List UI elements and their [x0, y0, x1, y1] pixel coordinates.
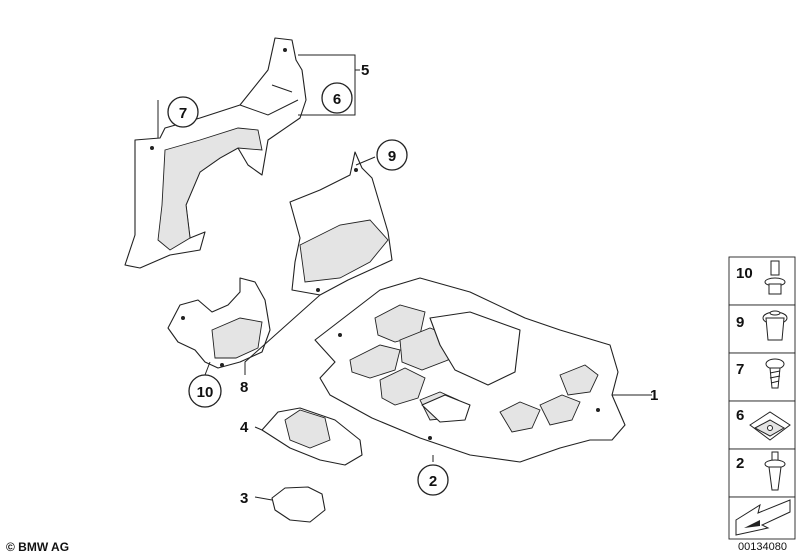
underbody-tray — [314, 277, 652, 463]
callout-8: 8 — [240, 379, 248, 396]
circle-callout-6: 6 — [321, 82, 353, 114]
upper-side-shield — [124, 37, 307, 269]
circle-callout-9: 9 — [376, 139, 408, 171]
push-rivet-icon — [764, 451, 786, 491]
callout-1: 1 — [650, 387, 658, 404]
right-side-shield — [289, 151, 393, 296]
front-bracket-shield — [167, 277, 271, 369]
svg-text:7: 7 — [179, 105, 187, 122]
legend-label-6: 6 — [736, 407, 744, 424]
expanding-rivet-icon — [762, 310, 788, 341]
copyright-notice: © BMW AG — [6, 540, 70, 554]
legend-label-10: 10 — [736, 265, 753, 282]
callout-4: 4 — [240, 419, 249, 436]
circle-callout-7: 7 — [167, 96, 199, 128]
svg-text:6: 6 — [333, 91, 341, 108]
svg-text:9: 9 — [388, 148, 396, 165]
bolt-icon — [764, 260, 786, 295]
small-flap — [271, 486, 326, 523]
service-cover — [261, 407, 363, 466]
fastener-legend: 10 9 7 6 2 — [728, 256, 796, 540]
legend-label-9: 9 — [736, 314, 744, 331]
circle-callout-10: 10 — [188, 374, 222, 408]
legend-label-7: 7 — [736, 361, 744, 378]
callout-5: 5 — [361, 62, 369, 79]
callout-3: 3 — [240, 490, 248, 507]
circle-callout-2: 2 — [417, 464, 449, 496]
legend-label-2: 2 — [736, 455, 744, 472]
callouts: 1 5 8 4 3 6 7 9 10 2 — [167, 62, 658, 507]
svg-text:2: 2 — [429, 473, 437, 490]
document-number: 00134080 — [738, 541, 787, 553]
direction-arrow-icon — [735, 499, 791, 536]
spring-nut-icon — [749, 411, 791, 441]
screw-icon — [765, 358, 785, 389]
leader-lines — [157, 54, 434, 501]
svg-text:10: 10 — [197, 384, 214, 401]
